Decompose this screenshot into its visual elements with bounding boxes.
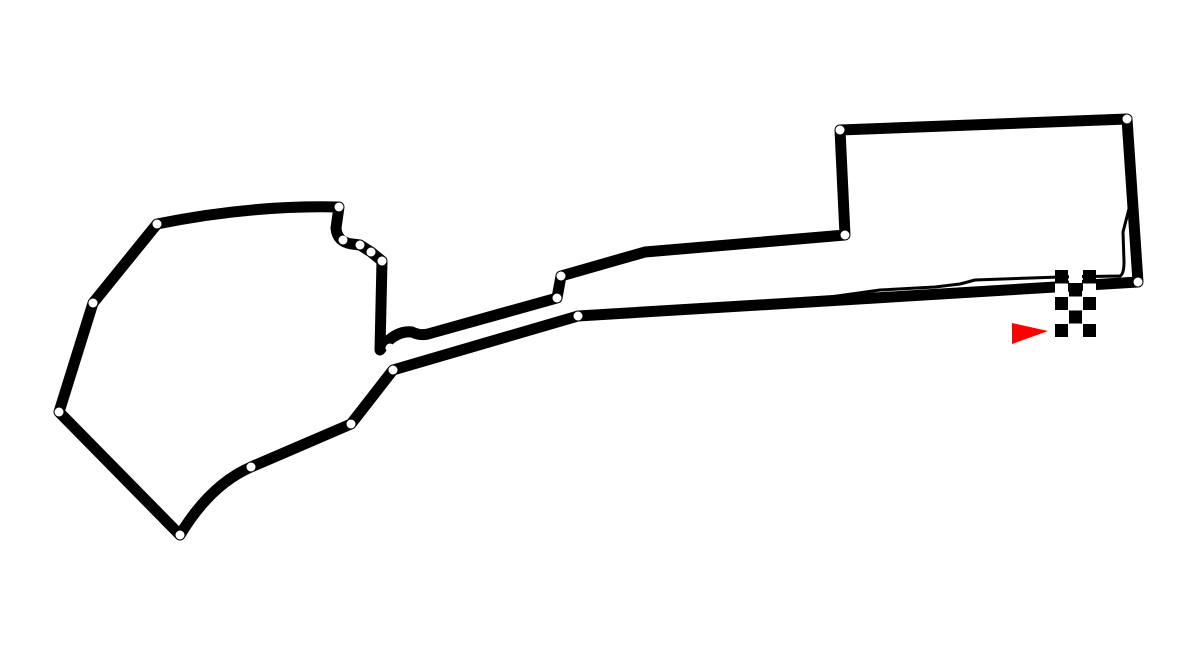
direction-arrow-icon (1012, 323, 1048, 344)
corner-marker (385, 343, 395, 353)
checkered-flag-icon (1055, 270, 1096, 337)
flag-square (1055, 297, 1068, 310)
corner-marker (88, 298, 98, 308)
flag-square (1055, 283, 1068, 297)
pit-lane (829, 204, 1132, 299)
flag-square (1069, 270, 1082, 283)
corner-marker (366, 247, 376, 257)
corner-marker (552, 293, 562, 303)
flag-square (1083, 270, 1096, 283)
flag-square (1083, 283, 1096, 297)
corner-marker (573, 311, 583, 321)
flag-square (1055, 324, 1068, 337)
flag-square (1083, 324, 1096, 337)
track-outline (53, 113, 1144, 541)
flag-square (1069, 283, 1082, 297)
corner-marker (355, 240, 365, 250)
flag-square (1069, 297, 1082, 310)
flag-square (1055, 270, 1068, 283)
corner-marker (1122, 114, 1132, 124)
corner-marker (246, 462, 256, 472)
corner-marker (840, 230, 850, 240)
corner-marker (175, 530, 185, 540)
corner-marker (152, 219, 162, 229)
corner-marker (54, 407, 64, 417)
corner-marker (346, 419, 356, 429)
flag-square (1083, 297, 1096, 310)
corner-marker (1133, 277, 1143, 287)
corner-marker (556, 271, 566, 281)
corner-markers (54, 114, 1143, 540)
corner-marker (377, 256, 387, 266)
flag-square (1069, 310, 1082, 324)
corner-marker (835, 125, 845, 135)
corner-marker (338, 235, 348, 245)
corner-marker (334, 202, 344, 212)
corner-marker (388, 365, 398, 375)
